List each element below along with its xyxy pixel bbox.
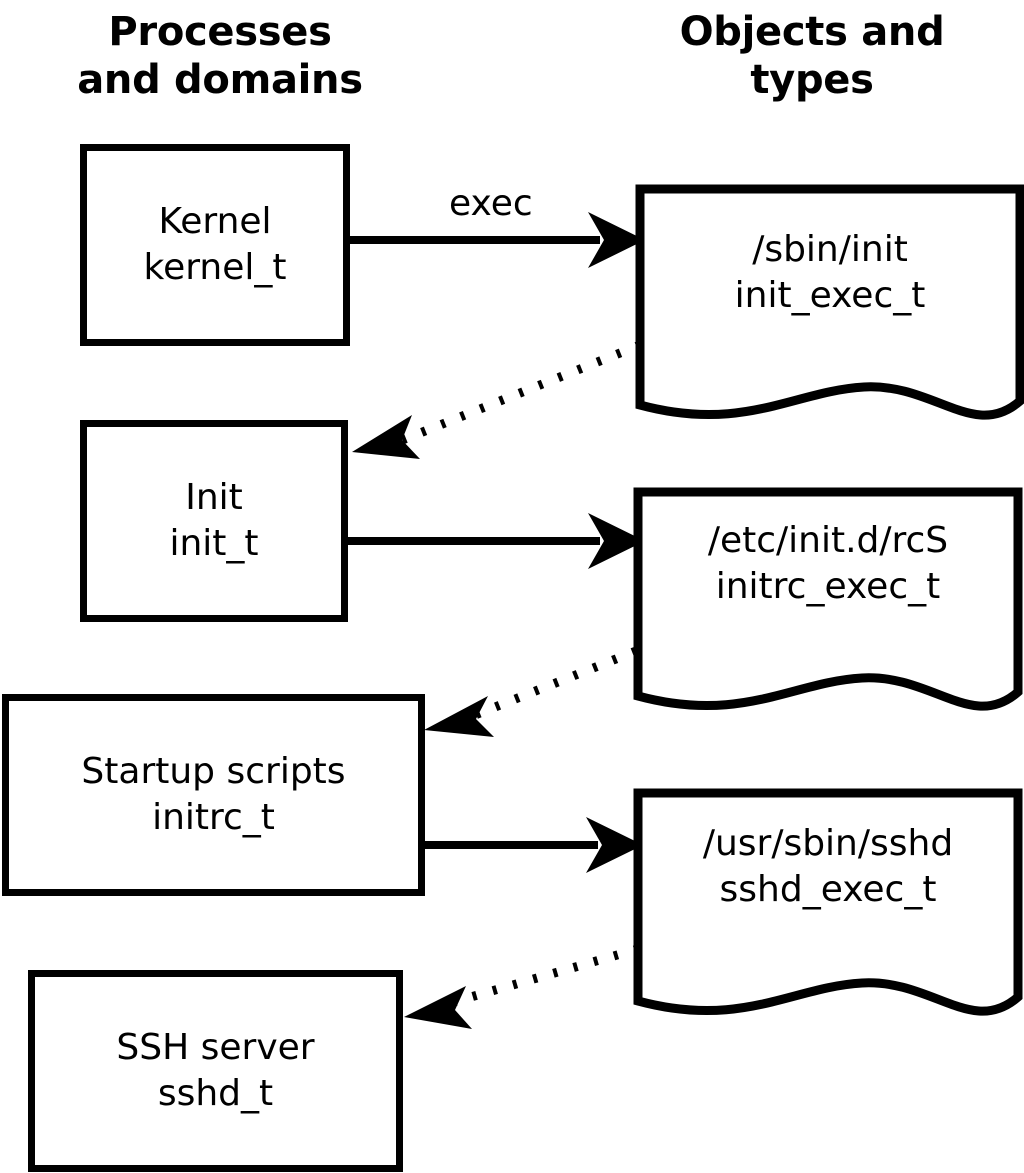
edge-initrc-exec-sshd [424, 817, 643, 873]
edge-kernel-exec-init [349, 212, 645, 268]
process-node-init-type: init_t [169, 523, 259, 564]
column-header-objects-and-types: Objects and types [679, 9, 945, 103]
edge-init-exec-to-init [352, 340, 642, 459]
process-node-init[interactable]: Init init_t [80, 420, 348, 622]
process-node-kernel[interactable]: Kernel kernel_t [80, 144, 350, 346]
process-node-ssh-server-type: sshd_t [157, 1073, 274, 1114]
process-node-startup-scripts[interactable]: Startup scripts initrc_t [2, 694, 425, 896]
object-node-sshd-exec[interactable]: /usr/sbin/sshd sshd_exec_t [632, 787, 1024, 1034]
process-node-ssh-server[interactable]: SSH server sshd_t [28, 970, 403, 1172]
object-node-initrc-exec[interactable]: /etc/init.d/rcS initrc_exec_t [632, 486, 1024, 728]
process-node-kernel-type: kernel_t [143, 247, 287, 288]
process-node-init-name: Init [185, 477, 243, 518]
process-node-ssh-server-name: SSH server [116, 1027, 315, 1068]
object-node-init-exec[interactable]: /sbin/init init_exec_t [634, 183, 1024, 438]
process-node-kernel-name: Kernel [158, 201, 272, 242]
edge-init-exec-initrc [347, 513, 645, 569]
process-node-startup-scripts-type: initrc_t [152, 797, 275, 838]
column-header-processes-and-domains: Processes and domains [77, 9, 363, 103]
edge-sshd-exec-to-sshd [404, 944, 640, 1029]
process-node-startup-scripts-name: Startup scripts [81, 751, 346, 792]
document-shape-icon [633, 487, 1023, 711]
document-shape-icon [635, 184, 1024, 420]
document-shape-icon [633, 788, 1023, 1016]
edge-label-exec: exec [449, 183, 533, 224]
edge-initrc-exec-to-initrc [424, 646, 638, 737]
